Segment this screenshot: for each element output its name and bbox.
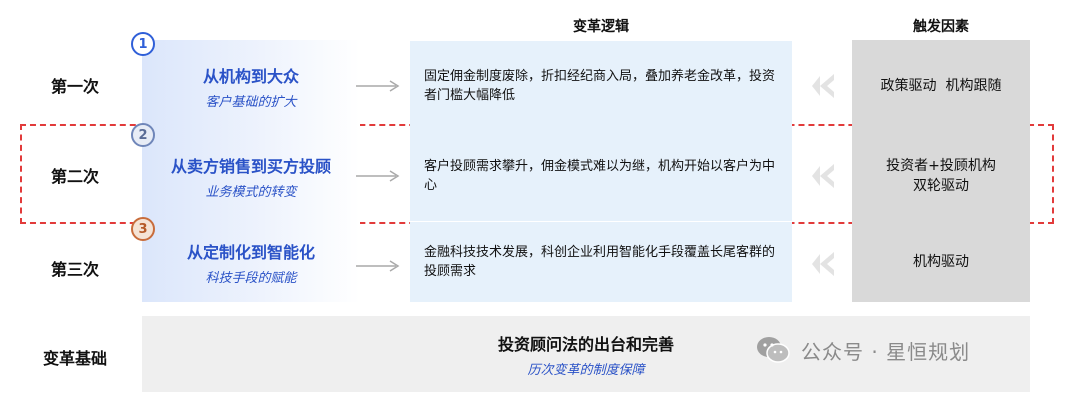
trigger-column-header: 触发因素 [913, 19, 969, 35]
arrow-right-icon [356, 260, 400, 272]
arrow-right-icon [356, 170, 400, 182]
logic-box-second: 客户投顾需求攀升，佣金模式难以为继，机构开始以客户为中心 [410, 131, 792, 221]
stage-title: 从卖方销售到买方投顾 [170, 156, 331, 176]
stage-badge-1: 1 [131, 32, 155, 56]
stage-subtitle: 业务模式的转变 [205, 184, 297, 200]
foundation-subtitle: 历次变革的制度保障 [527, 362, 645, 378]
wechat-icon [757, 337, 790, 363]
stage-title: 从机构到大众 [202, 66, 299, 86]
arrow-right-icon [356, 80, 400, 92]
trigger-box-second: 投资者+投顾机构 双轮驱动 [852, 130, 1030, 222]
logic-box-first: 固定佣金制度废除，折扣经纪商入局，叠加养老金改革，投资者门槛大幅降低 [410, 41, 792, 131]
chevron-left-icon [812, 74, 834, 98]
stage-title: 从定制化到智能化 [186, 242, 315, 262]
row-label-second: 第二次 [50, 167, 99, 186]
stage-box-second: 从卖方销售到买方投顾 业务模式的转变 [142, 130, 360, 222]
row-label-third: 第三次 [50, 260, 99, 279]
logic-text: 客户投顾需求攀升，佣金模式难以为继，机构开始以客户为中心 [424, 159, 776, 193]
trigger-box-third: 机构驱动 [852, 222, 1030, 302]
trigger-text-line-1: 投资者+投顾机构 [886, 158, 996, 174]
trigger-text: 政策驱动 机构跟随 [880, 78, 1002, 94]
chevron-left-icon [812, 164, 834, 188]
chevron-left-icon [812, 252, 834, 276]
stage-box-first: 从机构到大众 客户基础的扩大 [142, 40, 360, 132]
trigger-text-line-2: 双轮驱动 [913, 178, 969, 194]
stage-box-third: 从定制化到智能化 科技手段的赋能 [142, 222, 360, 302]
row-label-foundation: 变革基础 [42, 349, 107, 368]
watermark-text: 公众号 · 星恒规划 [801, 339, 971, 364]
stage-subtitle: 科技手段的赋能 [205, 270, 297, 286]
logic-box-third: 金融科技技术发展，科创企业利用智能化手段覆盖长尾客群的投顾需求 [410, 222, 792, 302]
stage-badge-3: 3 [131, 217, 155, 241]
stage-subtitle: 客户基础的扩大 [205, 94, 297, 110]
foundation-title: 投资顾问法的出台和完善 [497, 334, 674, 354]
stage-badge-2: 2 [131, 123, 155, 147]
watermark: 公众号 · 星恒规划 [755, 335, 970, 365]
logic-column-header: 变革逻辑 [573, 19, 629, 35]
trigger-text: 机构驱动 [913, 254, 969, 270]
logic-text: 金融科技技术发展，科创企业利用智能化手段覆盖长尾客群的投顾需求 [424, 245, 776, 279]
trigger-box-first: 政策驱动 机构跟随 [852, 40, 1030, 132]
logic-text: 固定佣金制度废除，折扣经纪商入局，叠加养老金改革，投资者门槛大幅降低 [424, 69, 776, 103]
foundation-box: 投资顾问法的出台和完善 历次变革的制度保障 [142, 316, 1030, 392]
row-label-first: 第一次 [50, 77, 99, 96]
